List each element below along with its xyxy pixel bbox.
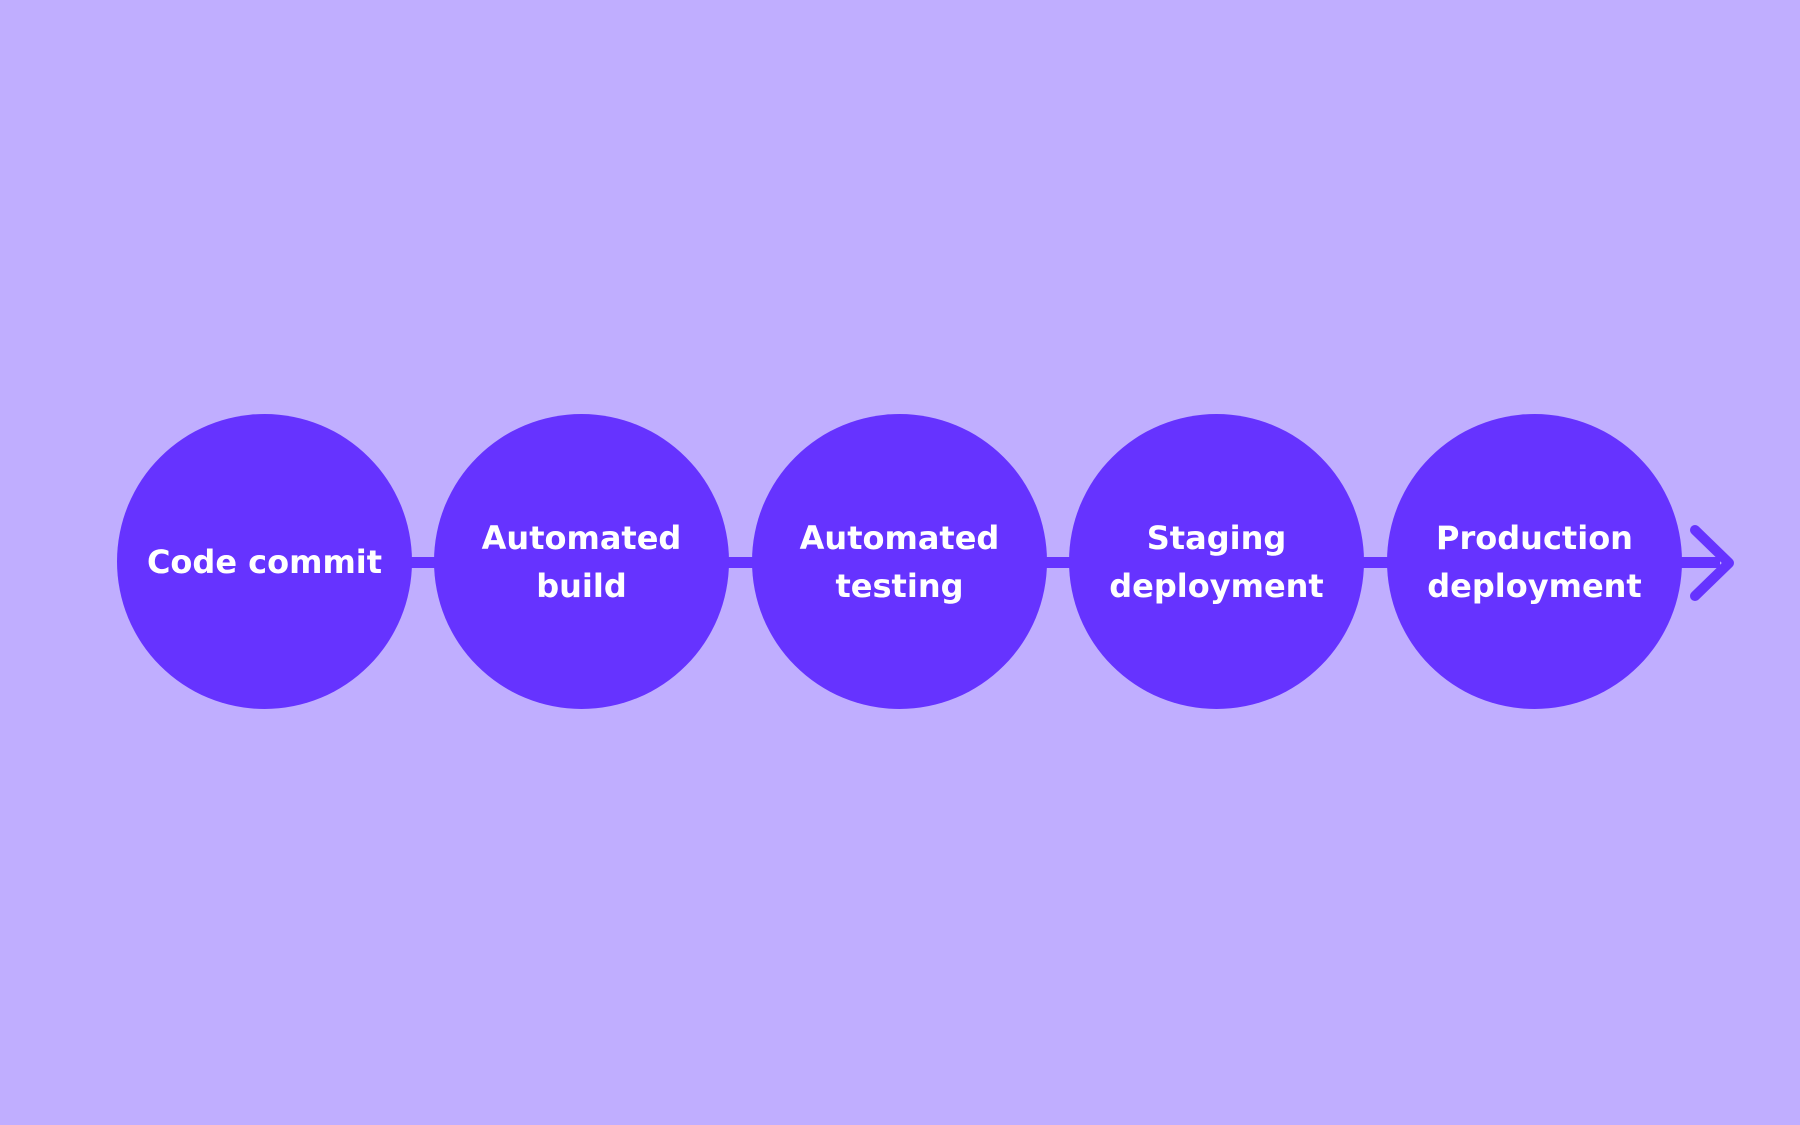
stage-production-deployment: Production deployment — [1387, 414, 1682, 709]
connector-line — [410, 557, 436, 568]
stage-label: Automated build — [481, 518, 682, 605]
stage-label: Staging deployment — [1109, 518, 1324, 605]
arrow-right-icon — [1690, 525, 1734, 601]
connector-line — [727, 557, 753, 568]
connector-line — [1680, 557, 1720, 568]
stage-label: Code commit — [146, 542, 383, 581]
stage-staging-deployment: Staging deployment — [1069, 414, 1364, 709]
stage-code-commit: Code commit — [117, 414, 412, 709]
stage-label: Production deployment — [1427, 518, 1642, 605]
connector-line — [1362, 557, 1388, 568]
connector-line — [1045, 557, 1071, 568]
arrow-right-icon-stroke — [1690, 525, 1734, 601]
stage-automated-testing: Automated testing — [752, 414, 1047, 709]
stage-label: Automated testing — [799, 518, 1000, 605]
stage-automated-build: Automated build — [434, 414, 729, 709]
